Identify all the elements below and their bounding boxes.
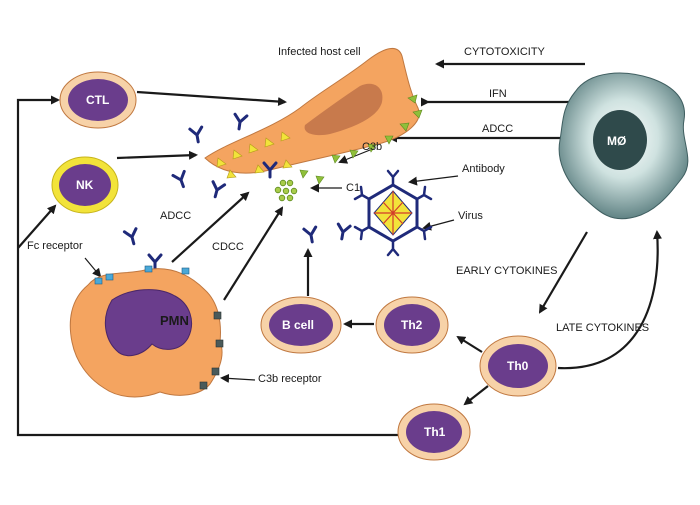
ctl-label: CTL: [86, 93, 110, 107]
arrow-to-nk: [17, 204, 57, 249]
arrow-ctl-infected: [136, 90, 287, 107]
fc-receptor-label: Fc receptor: [27, 240, 83, 252]
arrow-early-cytokines: [538, 231, 588, 314]
c1-complex: [274, 179, 298, 202]
c3b-fragments: [299, 94, 423, 185]
virus-label: Virus: [458, 210, 483, 222]
ifn-label: IFN: [489, 88, 507, 100]
pointer-antibody: [408, 175, 459, 186]
surface-antigens: [216, 131, 293, 179]
arrow-late-cytokines: [557, 230, 662, 370]
arrow-pmn-adcc: [171, 191, 250, 263]
virus-particle: [353, 169, 433, 257]
nk-cell-shape: [51, 156, 119, 214]
infected-host-cell: [204, 48, 423, 185]
pmn-cell: [69, 265, 224, 398]
arrow-th0-th1: [463, 385, 489, 406]
pointer-virus: [422, 219, 455, 231]
arrow-pmn-cdcc: [223, 206, 284, 301]
ctl-cell-shape: [59, 71, 137, 129]
c3b-receptor-label: C3b receptor: [258, 373, 322, 385]
adcc-right-label: ADCC: [482, 123, 514, 135]
infected-host-cell-label: Infected host cell: [278, 46, 361, 58]
connector-lines: [16, 59, 662, 437]
th2-label: Th2: [401, 318, 423, 332]
th0-label: Th0: [507, 359, 529, 373]
c3b-label: C3b: [362, 141, 383, 153]
pmn-label: PMN: [160, 313, 189, 328]
cytotoxicity-label: CYTOTOXICITY: [464, 46, 545, 58]
th0-cell-shape: [479, 335, 557, 397]
antibody-label: Antibody: [462, 163, 505, 175]
pointer-fc-receptor: [84, 257, 102, 278]
arrow-th0-th2: [456, 335, 483, 353]
th1-cell-shape: [397, 403, 471, 461]
macrophage-cell: [558, 72, 689, 220]
fc-receptors: [94, 265, 190, 285]
th2-cell-shape: [375, 296, 449, 354]
c3b-receptors: [199, 311, 224, 390]
arrow-th1-loop: [16, 95, 405, 437]
late-cytokines-label: LATE CYTOKINES: [556, 322, 650, 334]
bcell-label: B cell: [282, 318, 315, 332]
pointer-c3b: [338, 149, 371, 164]
nk-label: NK: [76, 178, 94, 192]
cdcc-label: CDCC: [212, 241, 244, 253]
c1-label: C1: [346, 182, 361, 194]
arrow-nk-infected: [116, 150, 198, 160]
adcc-left-label: ADCC: [160, 210, 192, 222]
bcell-shape: [260, 296, 342, 354]
th1-label: Th1: [424, 425, 446, 439]
pointer-c3b-receptor: [220, 373, 256, 383]
early-cytokines-label: EARLY CYTOKINES: [456, 265, 558, 277]
macrophage-label: MØ: [607, 134, 627, 148]
